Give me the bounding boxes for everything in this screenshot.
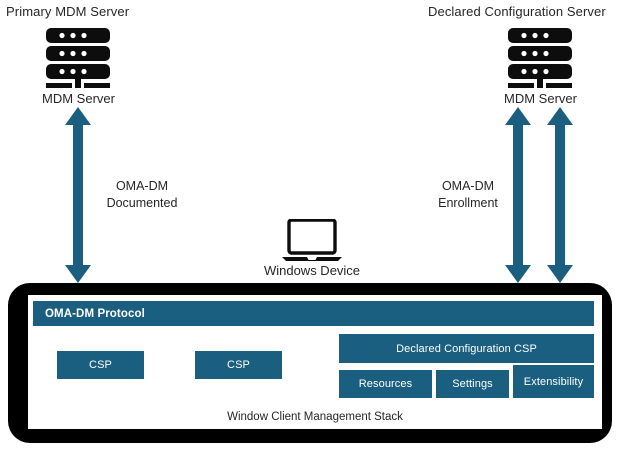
laptop-icon: [281, 218, 343, 268]
oma-dm-protocol-bar[interactable]: OMA-DM Protocol: [33, 301, 594, 326]
primary-mdm-server-title: Primary MDM Server: [6, 4, 130, 19]
right-server-caption: MDM Server: [504, 91, 577, 106]
resources-box[interactable]: Resources: [339, 370, 432, 398]
double-headed-arrow-icon-left: [64, 107, 92, 283]
server-rack-icon-right: [504, 27, 576, 94]
right-connector-line2: Enrollment: [438, 196, 498, 210]
right-connector-label: OMA-DM Enrollment: [388, 178, 548, 212]
right-connector-line1: OMA-DM: [441, 179, 495, 193]
csp-box-left[interactable]: CSP: [57, 351, 144, 379]
double-headed-arrow-icon-right-2: [546, 107, 574, 283]
management-stack-surface: OMA-DM Protocol CSP CSP Declared Configu…: [28, 295, 602, 429]
left-server-caption: MDM Server: [42, 91, 115, 106]
csp-box-middle[interactable]: CSP: [195, 351, 282, 379]
declared-configuration-csp-box[interactable]: Declared Configuration CSP: [339, 334, 594, 363]
extensibility-box[interactable]: Extensibility: [513, 365, 594, 398]
management-stack-caption: Window Client Management Stack: [227, 411, 403, 423]
management-stack-container: OMA-DM Protocol CSP CSP Declared Configu…: [8, 283, 612, 443]
left-connector-line1: OMA-DM: [115, 179, 169, 193]
left-connector-label: OMA-DM Documented: [62, 178, 222, 212]
double-headed-arrow-icon-right-1: [504, 107, 532, 283]
left-connector-line2: Documented: [106, 196, 178, 210]
declared-configuration-server-title: Declared Configuration Server: [428, 4, 606, 19]
settings-box[interactable]: Settings: [436, 370, 509, 398]
windows-device-caption: Windows Device: [263, 263, 361, 278]
server-rack-icon-left: [42, 27, 114, 94]
